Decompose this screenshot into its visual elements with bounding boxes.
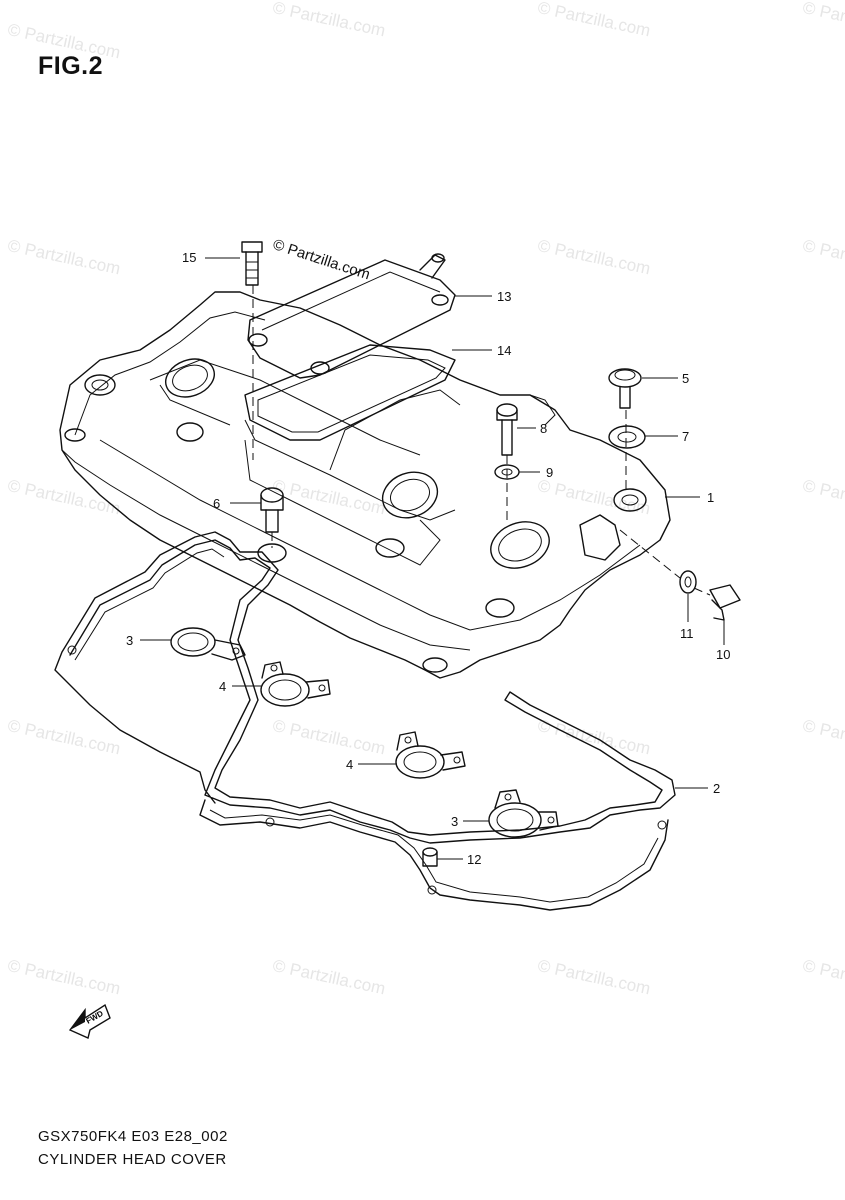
callout-12: 12 [467,852,482,867]
callout-8: 8 [540,421,548,436]
callout-3: 3 [451,814,459,829]
plug-hole-seal-4 [395,731,466,779]
fwd-arrow-icon: FWD [68,1003,111,1039]
bolt-15 [241,241,263,286]
callout-11: 11 [680,626,694,641]
diagram-caption: CYLINDER HEAD COVER [38,1151,227,1168]
callout-14: 14 [497,343,512,358]
callout-3: 3 [126,633,134,648]
callout-13: 13 [497,289,512,304]
callout-10: 10 [716,647,731,662]
bolt-cap-5 [608,368,642,409]
breather-cover-gasket [244,344,456,441]
head-cover-gasket [54,531,676,911]
plug-hole-seal-3 [488,789,559,838]
bolt-8 [496,403,518,456]
breather-cover [247,253,456,379]
callout-1: 1 [707,490,715,505]
cylinder-head-cover [59,291,671,679]
plug-hole-seal-3 [170,627,246,661]
callout-15: 15 [182,250,197,265]
callout-4: 4 [219,679,227,694]
washer-7 [608,425,646,449]
plug-10 [709,584,741,621]
washer-11 [679,570,697,594]
callout-4: 4 [346,757,354,772]
plug-hole-seal-4 [260,661,331,707]
callout-2: 2 [713,781,721,796]
callout-5: 5 [682,371,690,386]
callout-9: 9 [546,465,554,480]
callout-6: 6 [213,496,221,511]
figure-title: FIG.2 [38,52,104,80]
callout-7: 7 [682,429,690,444]
diagram-code: GSX750FK4 E03 E28_002 [38,1128,228,1145]
